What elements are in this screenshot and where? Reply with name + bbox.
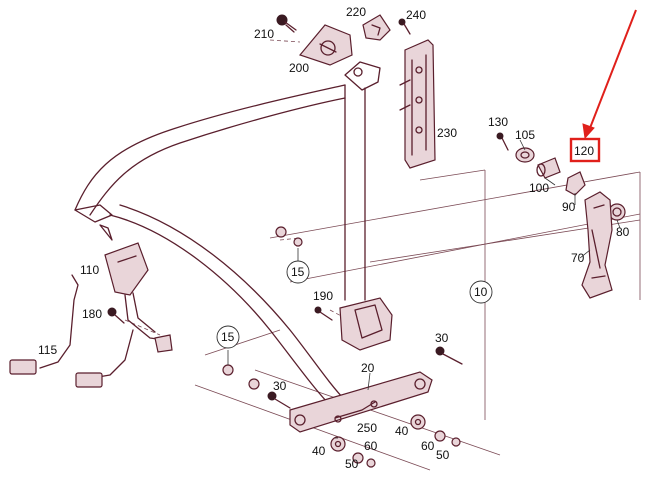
label-30-left: 30 <box>273 379 287 393</box>
circled-callouts <box>216 260 493 349</box>
leader-lines <box>227 139 621 439</box>
label-10: 10 <box>474 285 488 299</box>
label-70: 70 <box>571 251 585 265</box>
label-20: 20 <box>361 361 375 375</box>
washers-right <box>410 414 461 447</box>
label-15-top: 15 <box>291 265 305 279</box>
label-220: 220 <box>346 5 366 19</box>
label-100: 100 <box>529 181 549 195</box>
anchor-rail-20 <box>289 371 433 433</box>
belt-webbing <box>74 84 346 406</box>
bolt-30-left <box>267 391 291 409</box>
height-adjuster-230 <box>399 39 436 169</box>
label-15-lower: 15 <box>221 330 235 344</box>
label-250: 250 <box>357 421 377 435</box>
label-200: 200 <box>289 61 309 75</box>
label-90: 90 <box>562 200 576 214</box>
label-80: 80 <box>616 225 630 239</box>
label-110: 110 <box>80 263 99 277</box>
clip-15-top <box>275 226 303 247</box>
label-30-right: 30 <box>435 331 449 345</box>
washers-left <box>330 436 376 468</box>
right-parts-group <box>496 132 626 299</box>
label-60-left: 60 <box>364 439 378 453</box>
shoulder-guide-200 <box>298 24 353 66</box>
label-40-left: 40 <box>312 444 326 458</box>
belt-retractor-strap <box>339 61 393 351</box>
bolt-30-right <box>435 346 463 365</box>
buckle-110 <box>75 242 173 388</box>
label-115: 115 <box>38 343 57 357</box>
label-190: 190 <box>313 289 333 303</box>
label-120: 120 <box>574 144 594 158</box>
bolt-210 <box>276 14 297 33</box>
highlight-120 <box>569 9 637 163</box>
label-105: 105 <box>515 128 535 142</box>
label-210: 210 <box>254 27 274 41</box>
label-50-right: 50 <box>436 448 450 462</box>
label-180: 180 <box>82 307 102 321</box>
bolt-190 <box>314 306 333 321</box>
screw-240 <box>398 18 411 35</box>
label-130: 130 <box>488 115 508 129</box>
part-number-labels: 210 220 240 200 230 130 105 120 100 90 8… <box>38 5 630 471</box>
label-50-left: 50 <box>345 457 359 471</box>
label-40-right: 40 <box>395 424 409 438</box>
label-230: 230 <box>437 126 457 140</box>
bolt-180 <box>107 307 125 324</box>
cover-220 <box>362 14 391 41</box>
clip-15-lower <box>222 364 260 390</box>
wire-115 <box>9 274 79 375</box>
label-60-right: 60 <box>421 439 435 453</box>
label-240: 240 <box>406 8 426 22</box>
